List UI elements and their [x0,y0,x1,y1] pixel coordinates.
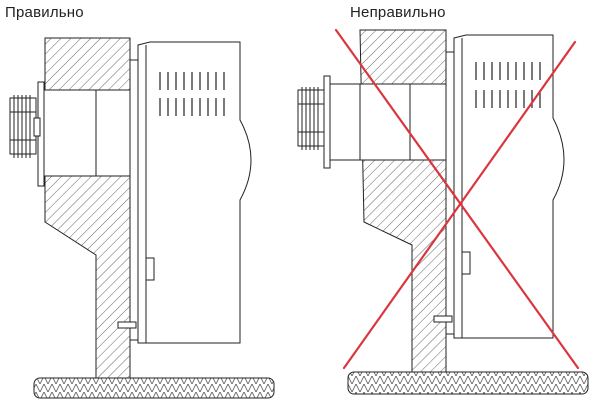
vent-terminal-left [9,95,41,158]
heater-right [453,34,565,339]
incorrect-cross-icon [334,28,580,370]
heater-vents-right [475,62,541,108]
floor-right [347,371,589,395]
vent-terminal-right [297,87,325,150]
wall-left [44,37,131,379]
incorrect-installation [297,29,589,395]
floor-left [33,377,275,399]
heater-left [137,41,252,344]
incorrect-label: Неправильно [350,4,446,21]
correct-installation [9,37,275,399]
correct-label: Правильно [5,4,84,21]
heater-vents-left [159,72,225,116]
